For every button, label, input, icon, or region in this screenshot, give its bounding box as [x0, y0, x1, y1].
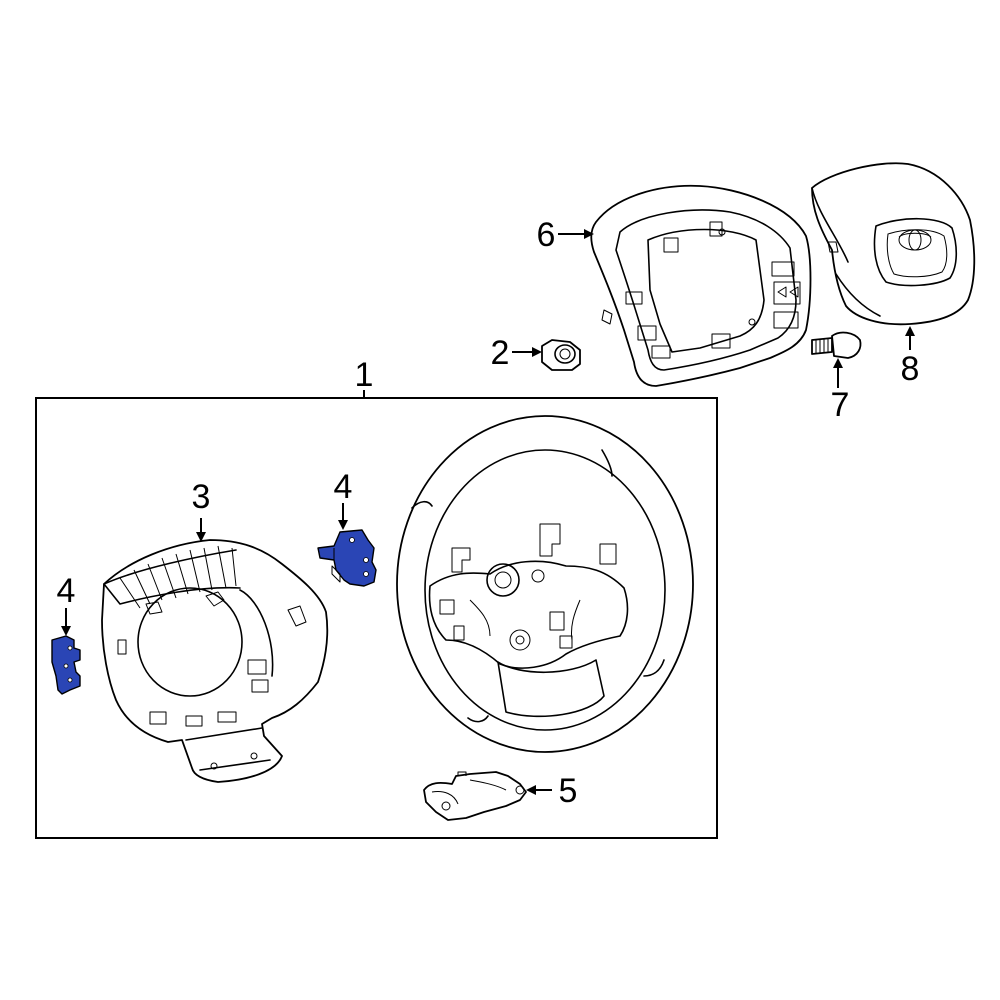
callout-5: 5 — [559, 772, 578, 810]
callout-1: 1 — [355, 356, 374, 394]
callout-4-upper: 4 — [334, 468, 353, 506]
callout-8: 8 — [901, 350, 920, 388]
callout-7: 7 — [831, 386, 850, 424]
callout-6: 6 — [537, 216, 556, 254]
callout-4-left: 4 — [57, 572, 76, 610]
callout-3: 3 — [192, 478, 211, 516]
part-8-airbag — [811, 162, 976, 326]
part-5-spiral-cable — [423, 771, 527, 821]
part-3-lower-cover — [101, 539, 329, 783]
part-7-bolt — [811, 331, 862, 359]
part-6-wheel-cover — [590, 184, 812, 387]
steering-wheel — [396, 415, 694, 753]
assembly-box — [35, 397, 718, 839]
part-4-switch-upper — [317, 529, 377, 587]
part-2-nut — [541, 339, 581, 371]
callout-2: 2 — [491, 334, 510, 372]
part-4-switch-left — [51, 635, 81, 695]
